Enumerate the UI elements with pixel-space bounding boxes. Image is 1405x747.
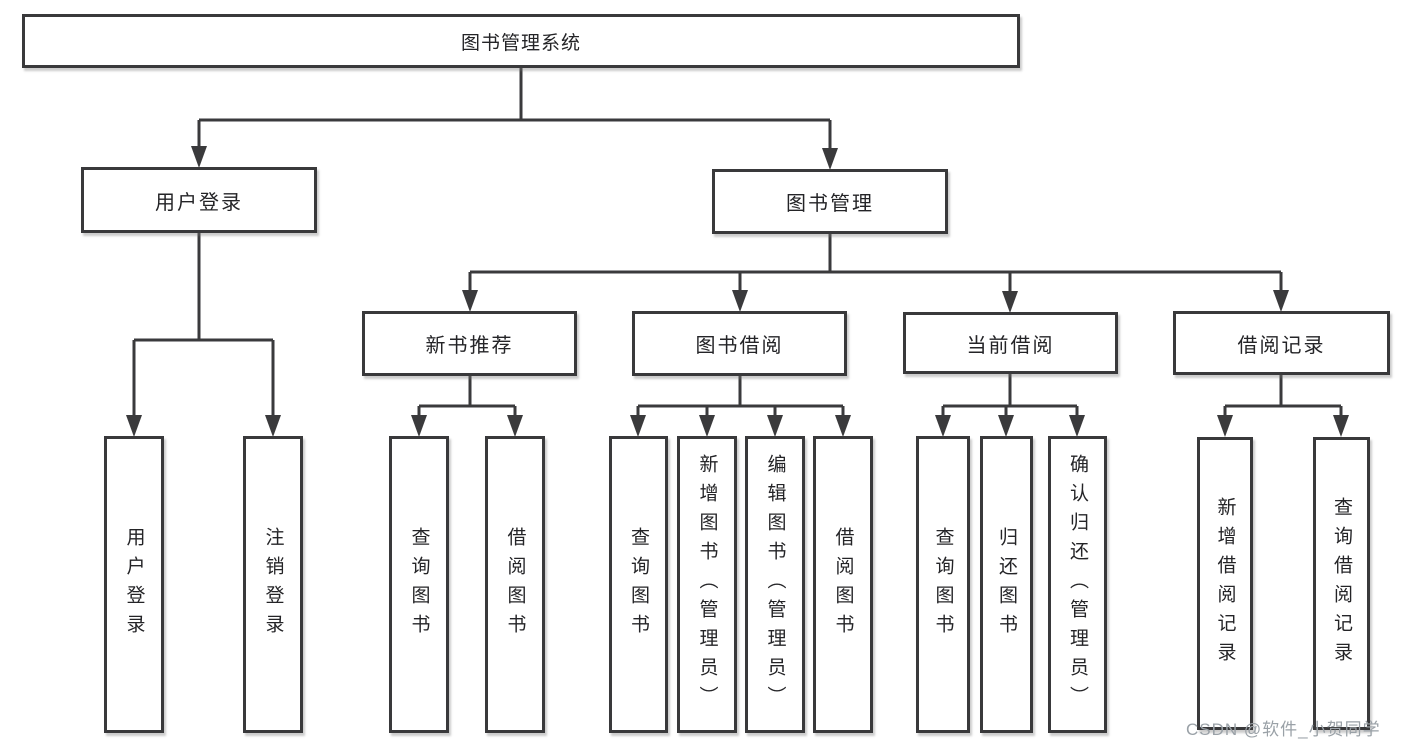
connector-user-login [132, 233, 275, 420]
node-book-management: 图书管理 [712, 169, 948, 234]
leaf-label: 归还图书 [996, 526, 1017, 643]
arrow-down-icon [1069, 415, 1085, 437]
leaf-label: 确认归还（管理员） [1067, 454, 1088, 715]
leaf-label: 查询图书 [628, 526, 649, 643]
leaf-label: 新增图书（管理员） [696, 454, 718, 715]
connector-current-borrowing [941, 374, 1079, 420]
leaf-user-login: 用户登录 [104, 436, 164, 733]
node-library-management-system: 图书管理系统 [22, 14, 1020, 68]
leaf-search-books-current: 查询图书 [916, 436, 970, 733]
leaf-label: 注销登录 [262, 526, 284, 643]
node-book-borrowing: 图书借阅 [632, 311, 847, 376]
arrow-down-icon [998, 415, 1014, 437]
arrow-down-icon [1217, 415, 1233, 437]
node-new-book-recommend: 新书推荐 [362, 311, 577, 376]
leaf-search-books-borrowing: 查询图书 [609, 436, 668, 733]
leaf-search-books-recommend: 查询图书 [389, 436, 449, 733]
node-current-borrowing: 当前借阅 [903, 312, 1118, 374]
arrow-down-icon [822, 148, 838, 170]
leaf-borrow-books: 借阅图书 [813, 436, 873, 733]
leaf-label: 编辑图书（管理员） [764, 454, 786, 715]
leaf-add-books-admin: 新增图书（管理员） [677, 436, 737, 733]
leaf-add-borrow-record: 新增借阅记录 [1197, 437, 1253, 730]
leaf-label: 用户登录 [123, 526, 145, 643]
arrow-down-icon [1333, 415, 1349, 437]
arrow-down-icon [732, 290, 748, 312]
arrow-down-icon [126, 415, 142, 437]
arrow-down-icon [767, 415, 783, 437]
arrow-down-icon [699, 415, 715, 437]
node-user-login: 用户登录 [81, 167, 317, 233]
leaf-edit-books-admin: 编辑图书（管理员） [745, 436, 805, 733]
arrow-down-icon [835, 415, 851, 437]
leaf-return-books: 归还图书 [980, 436, 1033, 733]
node-borrowing-records: 借阅记录 [1173, 311, 1390, 375]
connector-borrowing-records [1223, 375, 1343, 420]
connector-book-borrowing [636, 376, 845, 420]
csdn-watermark: CSDN @软件_小贺同学 [1186, 720, 1381, 739]
leaf-borrow-books-recommend: 借阅图书 [485, 436, 545, 733]
arrow-down-icon [191, 146, 207, 168]
leaf-label: 借阅图书 [504, 526, 526, 643]
arrow-down-icon [265, 415, 281, 437]
connector-book-management [468, 234, 1283, 296]
connector-root [197, 68, 832, 154]
leaf-search-borrow-record: 查询借阅记录 [1313, 437, 1370, 730]
arrow-down-icon [1273, 290, 1289, 312]
leaf-logout: 注销登录 [243, 436, 303, 733]
arrow-down-icon [630, 415, 646, 437]
leaf-label: 新增借阅记录 [1214, 496, 1236, 671]
arrow-down-icon [935, 415, 951, 437]
leaf-label: 查询借阅记录 [1331, 496, 1352, 671]
arrow-down-icon [507, 415, 523, 437]
arrow-down-icon [462, 290, 478, 312]
arrow-down-icon [411, 415, 427, 437]
leaf-label: 查询图书 [408, 526, 430, 643]
arrow-down-icon [1002, 291, 1018, 313]
connector-new-book-recommend [417, 376, 517, 420]
leaf-confirm-return-admin: 确认归还（管理员） [1048, 436, 1107, 733]
leaf-label: 查询图书 [932, 526, 954, 643]
leaf-label: 借阅图书 [832, 526, 854, 643]
